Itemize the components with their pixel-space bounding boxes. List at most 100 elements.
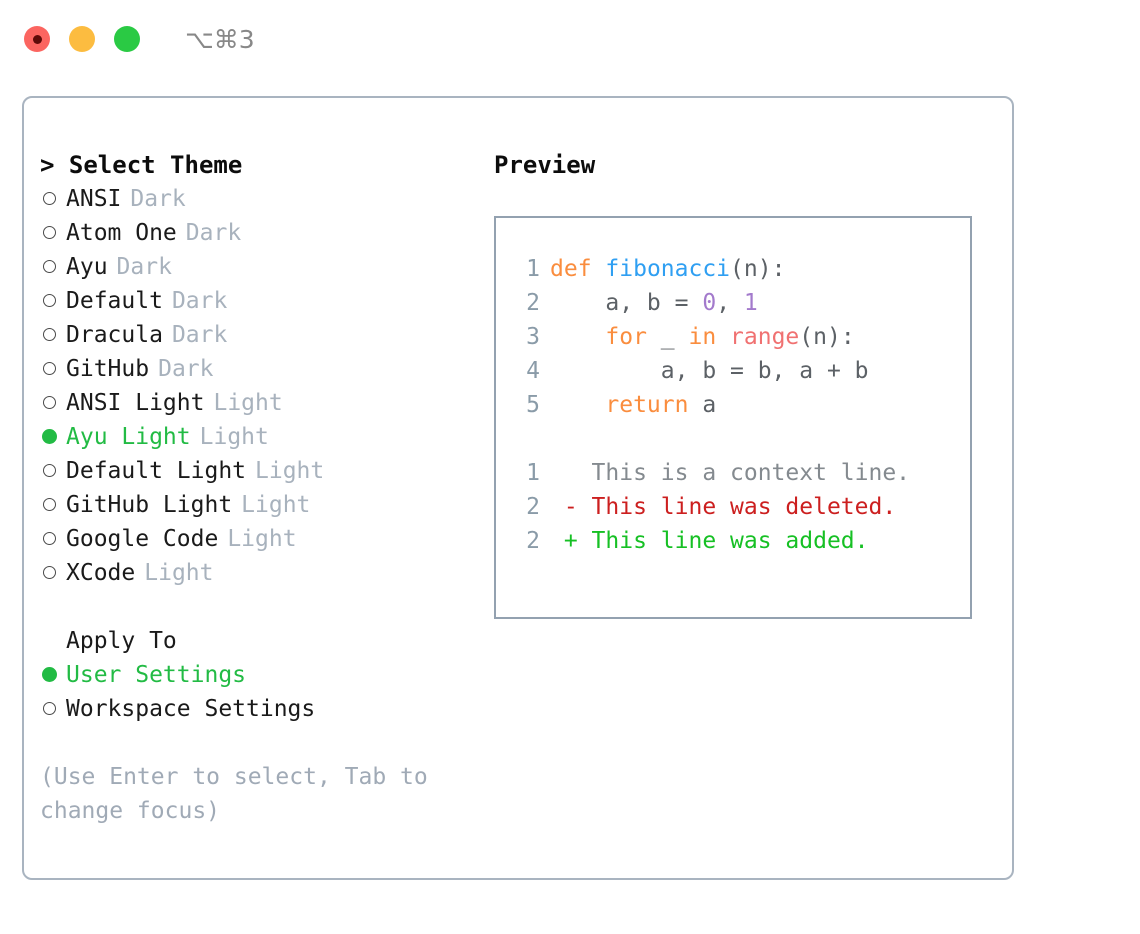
theme-item-tag: Light (199, 424, 269, 450)
theme-item-label: GitHub Light (66, 492, 233, 518)
theme-item-tag: Dark (158, 356, 214, 382)
line-number: 1 (526, 460, 540, 486)
theme-item-8[interactable]: Default Light Light (40, 454, 494, 488)
code-line: 2 a, b = 0, 1 (514, 286, 970, 320)
theme-item-label: ANSI (66, 186, 122, 212)
diff-line: 2 + This line was added. (514, 524, 970, 558)
theme-item-label: Ayu (66, 254, 108, 280)
line-number: 2 (526, 290, 540, 316)
code-token: _ (646, 324, 689, 350)
theme-item-tag: Dark (130, 186, 186, 212)
radio-glyph (43, 702, 56, 715)
preview-heading: Preview (494, 151, 596, 179)
theme-item-tag: Light (227, 526, 297, 552)
theme-item-label: Ayu Light (66, 424, 191, 450)
code-line: 3 for _ in range(n): (514, 320, 970, 354)
radio-glyph (42, 667, 57, 682)
apply-to-item-1[interactable]: Workspace Settings (40, 692, 494, 726)
minimize-button[interactable] (69, 26, 95, 52)
theme-item-tag: Light (255, 458, 325, 484)
radio-glyph (42, 429, 57, 444)
theme-item-9[interactable]: GitHub Light Light (40, 488, 494, 522)
theme-item-4[interactable]: Dracula Dark (40, 318, 494, 352)
code-token: 1 (743, 290, 758, 316)
diff-text: This is a context line. (550, 460, 911, 486)
code-token (550, 392, 605, 418)
code-token: return (605, 392, 689, 418)
code-line: 4 a, b = b, a + b (514, 354, 970, 388)
line-number: 2 (526, 494, 540, 520)
traffic-lights (24, 26, 140, 52)
apply-to-item-label: User Settings (66, 662, 247, 688)
theme-item-tag: Light (241, 492, 311, 518)
theme-item-label: Default (66, 288, 163, 314)
apply-to-item-0[interactable]: User Settings (40, 658, 494, 692)
code-token (550, 324, 605, 350)
theme-item-2[interactable]: Ayu Dark (40, 250, 494, 284)
code-token: def (550, 256, 592, 282)
theme-item-11[interactable]: XCode Light (40, 556, 494, 590)
theme-item-label: Dracula (66, 322, 163, 348)
keyboard-hint: (Use Enter to select, Tab to change focu… (40, 764, 442, 824)
code-token: a (688, 392, 717, 418)
theme-item-tag: Light (213, 390, 283, 416)
theme-item-label: Atom One (66, 220, 177, 246)
theme-item-label: Google Code (66, 526, 219, 552)
recording-dot-icon (32, 34, 42, 44)
window-shortcut-title: ⌥⌘3 (185, 24, 255, 54)
radio-glyph (43, 396, 56, 409)
code-token (716, 324, 730, 350)
maximize-button[interactable] (114, 26, 140, 52)
line-number: 3 (526, 324, 540, 350)
theme-item-10[interactable]: Google Code Light (40, 522, 494, 556)
theme-item-tag: Dark (171, 288, 228, 314)
radio-glyph (43, 566, 56, 579)
theme-item-0[interactable]: ANSI Dark (40, 182, 494, 216)
title-bar: ⌥⌘3 (0, 0, 1140, 78)
code-token: (n): (730, 256, 786, 282)
radio-glyph (43, 464, 56, 477)
theme-item-tag: Light (144, 560, 214, 586)
code-line: 1 def fibonacci(n): (514, 252, 970, 286)
code-token: fibonacci (605, 256, 731, 282)
code-token: a, b = b, a + b (550, 358, 869, 384)
radio-glyph (43, 192, 56, 205)
select-theme-heading: > Select Theme (40, 151, 243, 179)
code-token: a, b = (550, 290, 703, 316)
radio-glyph (43, 226, 56, 239)
code-line: 5 return a (514, 388, 970, 422)
list-spacer (40, 590, 494, 624)
diff-sample: 1 This is a context line.2 - This line w… (514, 456, 970, 558)
apply-to-item-label: Workspace Settings (66, 696, 316, 722)
line-number: 1 (526, 256, 540, 282)
radio-glyph (43, 498, 56, 511)
code-token: , (716, 290, 744, 316)
theme-item-tag: Dark (171, 322, 228, 348)
theme-item-label: XCode (66, 560, 136, 586)
theme-item-3[interactable]: Default Dark (40, 284, 494, 318)
code-token: (n): (799, 324, 855, 350)
theme-item-7[interactable]: Ayu Light Light (40, 420, 494, 454)
diff-text: - This line was deleted. (550, 494, 897, 520)
diff-line: 1 This is a context line. (514, 456, 970, 490)
diff-text: + This line was added. (550, 528, 869, 554)
line-number: 2 (526, 528, 540, 554)
theme-item-label: Default Light (66, 458, 247, 484)
radio-glyph (43, 260, 56, 273)
theme-item-tag: Dark (116, 254, 172, 280)
diff-line: 2 - This line was deleted. (514, 490, 970, 524)
code-token: in (688, 324, 717, 350)
close-button[interactable] (24, 26, 50, 52)
radio-glyph (43, 294, 56, 307)
code-diff-separator (514, 422, 970, 456)
